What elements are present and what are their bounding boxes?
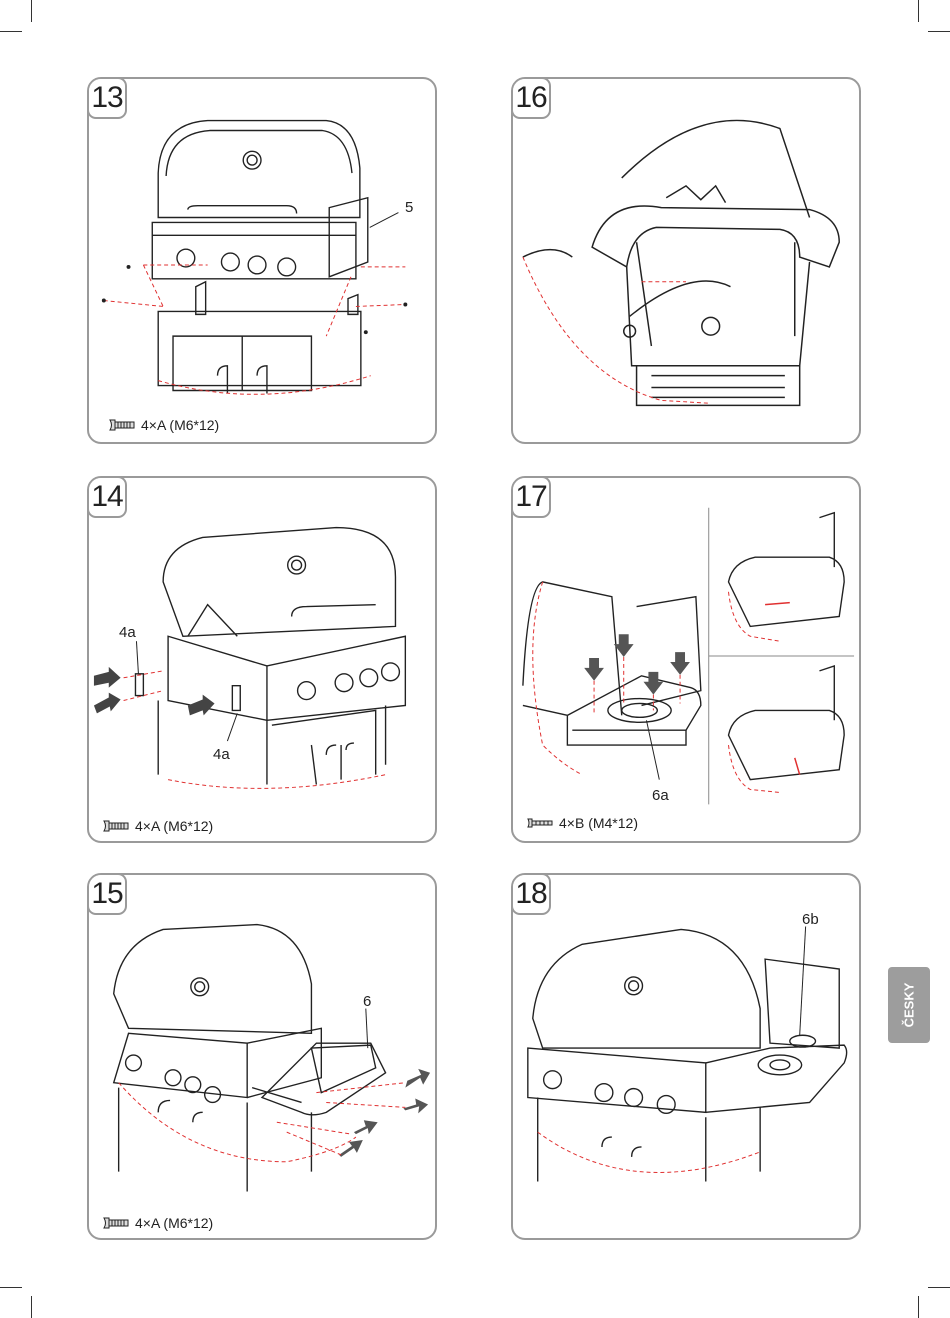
step-17-panel: 17 6a: [511, 476, 861, 843]
step-14-panel: 14 4a 4a 4×A: [87, 476, 437, 843]
crop-mark: [928, 31, 950, 32]
screw-icon: [109, 418, 135, 432]
step-18-panel: 18 6b: [511, 873, 861, 1240]
crop-mark: [918, 0, 919, 22]
screw-note: 4×B (M4*12): [527, 815, 638, 831]
screw-note: 4×A (M6*12): [103, 818, 213, 834]
language-label: ČESKY: [902, 983, 917, 1028]
screw-label: 4×A (M6*12): [135, 818, 213, 834]
screw-note: 4×A (M6*12): [103, 1215, 213, 1231]
crop-mark: [0, 1287, 22, 1288]
part-callout: 5: [405, 199, 413, 216]
crop-mark: [918, 1296, 919, 1318]
step-16-panel: 16: [511, 77, 861, 444]
part-callout: 4a: [213, 746, 230, 763]
step-17-illustration: [513, 478, 859, 841]
screw-icon: [103, 819, 129, 833]
step-18-illustration: [513, 875, 859, 1238]
step-15-panel: 15 6 4×A (M6*12): [87, 873, 437, 1240]
part-callout: 6b: [802, 911, 819, 928]
crop-mark: [928, 1287, 950, 1288]
screw-label: 4×B (M4*12): [559, 815, 638, 831]
screw-label: 4×A (M6*12): [141, 417, 219, 433]
step-13-panel: 13 5 4×A (M6*12): [87, 77, 437, 444]
part-callout: 4a: [119, 624, 136, 641]
language-tab: ČESKY: [888, 967, 930, 1043]
screw-icon: [103, 1216, 129, 1230]
step-13-illustration: [89, 79, 435, 442]
step-16-illustration: [513, 79, 859, 442]
screw-note: 4×A (M6*12): [109, 417, 219, 433]
screw-label: 4×A (M6*12): [135, 1215, 213, 1231]
part-callout: 6: [363, 993, 371, 1010]
part-callout: 6a: [652, 787, 669, 804]
crop-mark: [31, 1296, 32, 1318]
crop-mark: [31, 0, 32, 22]
step-14-illustration: [89, 478, 435, 841]
step-15-illustration: [89, 875, 435, 1238]
screw-icon: [527, 816, 553, 830]
crop-mark: [0, 31, 22, 32]
